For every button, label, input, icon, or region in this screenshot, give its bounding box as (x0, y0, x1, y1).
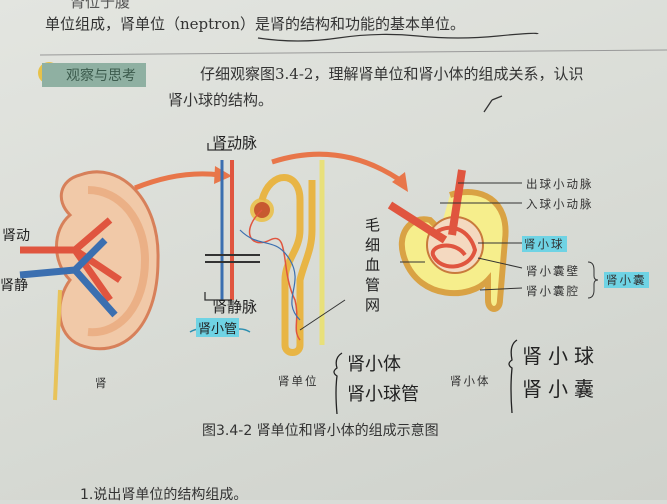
instruction-text: 仔细观察图3.4-2，理解肾单位和肾小体的组成关系，认识 (200, 65, 584, 83)
label-capsule-wall: 肾小囊壁 (526, 264, 580, 278)
label-renal-tubule: 肾小管 (196, 318, 240, 337)
renal-corpuscle-illustration (387, 169, 599, 312)
question-1: 1.说出肾单位的结构组成。 (80, 487, 248, 503)
figure-caption: 图3.4-2 肾单位和肾小体的组成示意图 (202, 423, 439, 439)
kidney-illustration (19, 170, 160, 401)
label-efferent-arteriole: 出球小动脉 (526, 177, 594, 191)
section-tag: 观察与思考 (42, 63, 146, 87)
label-glomerulus: 肾小球 (522, 236, 567, 252)
paragraph-line: 单位组成，肾单位（neptron）是肾的结构和功能的基本单位。 (45, 15, 466, 33)
label-renal-artery: 肾动脉 (212, 134, 258, 152)
label-renal-vein: 肾静脉 (212, 298, 258, 316)
nephron-part-1: 肾小体 (347, 354, 401, 375)
cut-off-text: 肾位于腹 (70, 0, 131, 11)
label-bowmans-capsule: 肾小囊 (604, 272, 649, 288)
label-nephron: 肾单位 (278, 374, 319, 388)
label-kidney: 肾 (95, 376, 109, 390)
label-capillary-network: 毛细血管网 (365, 216, 381, 314)
corpuscle-part-2: 肾小囊 (522, 377, 600, 401)
arrow-icon (134, 171, 221, 191)
nephron-part-2: 肾小球管 (347, 384, 419, 405)
label-renal-corpuscle: 肾小体 (450, 374, 491, 388)
arrow-icon (271, 151, 402, 183)
label-renal-artery-left: 肾动 (2, 228, 30, 244)
label-capsule-cavity: 肾小囊腔 (526, 284, 580, 298)
label-afferent-arteriole: 入球小动脉 (526, 197, 594, 211)
nephron-illustration (189, 143, 346, 356)
instruction-text: 肾小球的结构。 (168, 91, 274, 109)
corpuscle-part-1: 肾小球 (522, 344, 600, 368)
label-renal-vein-left: 肾静 (0, 278, 28, 294)
